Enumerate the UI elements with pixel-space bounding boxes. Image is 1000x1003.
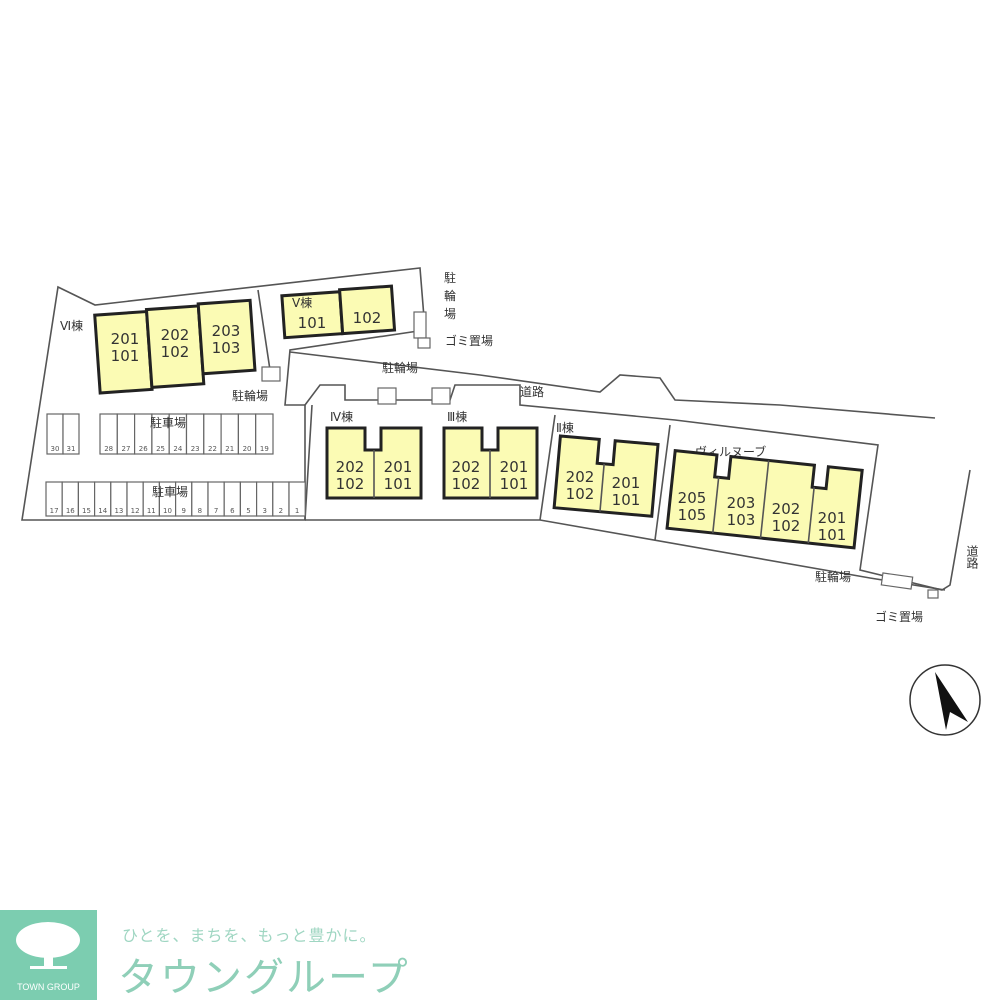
unit-vi-202: 202 — [161, 326, 190, 344]
road-north-edge — [289, 351, 936, 419]
parking-label-bottom: 駐車場 — [152, 484, 188, 499]
building-iii-label: Ⅲ棟 — [447, 409, 467, 424]
building-villeneuve — [665, 448, 864, 550]
parking-top-left: 30 31 — [46, 413, 80, 455]
parking-stall-number: 15 — [82, 507, 91, 515]
parking-stall-number: 27 — [121, 445, 130, 453]
parking-stall-number: 21 — [225, 445, 234, 453]
parking-stall-number: 9 — [181, 507, 185, 515]
unit-iii-101: 101 — [500, 475, 529, 493]
parking-stall-number: 12 — [131, 507, 140, 515]
unit-vi-102: 102 — [161, 343, 190, 361]
town-group-logo: TOWN GROUP — [0, 910, 97, 1000]
parking-stall-number: 22 — [208, 445, 217, 453]
unit-iii-102: 102 — [452, 475, 481, 493]
unit-villeneuve-101: 101 — [818, 526, 847, 544]
unit-iv-202: 202 — [336, 458, 365, 476]
building-ii-label: Ⅱ棟 — [556, 420, 574, 435]
parking-stall-number: 3 — [262, 507, 266, 515]
unit-villeneuve-103: 103 — [727, 511, 756, 529]
parking-stall-number: 30 — [51, 445, 60, 453]
unit-villeneuve-201: 201 — [818, 509, 847, 527]
unit-vi-203: 203 — [212, 322, 241, 340]
building-ii — [552, 434, 660, 518]
divider-lines — [304, 404, 671, 541]
parking-stall-number: 13 — [114, 507, 123, 515]
parking-label-top: 駐車場 — [150, 415, 186, 430]
logo-sub: TOWN GROUP — [17, 982, 80, 992]
unit-vi-101: 101 — [111, 347, 140, 365]
parking-top: 28 27 26 25 24 23 22 21 20 19 — [99, 413, 274, 455]
parking-stall-number: 6 — [230, 507, 235, 515]
unit-iv-102: 102 — [336, 475, 365, 493]
building-vi-label: Ⅵ棟 — [60, 318, 83, 333]
unit-vi-103: 103 — [212, 339, 241, 357]
tagline: ひとを、まちを、もっと豊かに。 — [122, 926, 377, 945]
parking-stall-number: 20 — [243, 445, 252, 453]
parking-stall-number: 23 — [191, 445, 200, 453]
parking-stall — [62, 413, 80, 455]
road-label-2: 道路 — [965, 545, 979, 570]
unit-iii-202: 202 — [452, 458, 481, 476]
bicycle-parking-label-1c: 場 — [444, 307, 456, 321]
unit-ii-101: 101 — [612, 491, 641, 509]
unit-iii-201: 201 — [500, 458, 529, 476]
bicycle-parking-label-3: 駐輪場 — [232, 388, 268, 403]
parking-stall-number: 2 — [279, 507, 283, 515]
parking-stall-number: 28 — [104, 445, 113, 453]
road-label-1: 道路 — [520, 384, 544, 399]
unit-villeneuve-102: 102 — [772, 517, 801, 535]
parking-stall — [255, 413, 274, 455]
north-arrow-icon — [909, 664, 981, 736]
parking-stall-number: 1 — [295, 507, 299, 515]
parking-stall-number: 19 — [260, 445, 269, 453]
unit-villeneuve-105: 105 — [678, 506, 707, 524]
unit-villeneuve-202: 202 — [772, 500, 801, 518]
parking-stall-number: 16 — [66, 507, 75, 515]
parking-stall-number: 17 — [50, 507, 59, 515]
building-v — [280, 284, 397, 340]
unit-v-102: 102 — [353, 309, 382, 327]
unit-v-101: 101 — [298, 314, 327, 332]
brand-name: タウングループ — [118, 955, 410, 1001]
parking-stall-number: 7 — [214, 507, 218, 515]
garbage-label-2: ゴミ置場 — [875, 609, 923, 624]
unit-villeneuve-205: 205 — [678, 489, 707, 507]
bicycle-parking-label-1a: 駐 — [444, 270, 456, 285]
parking-stall-number: 25 — [156, 445, 165, 453]
unit-ii-202: 202 — [566, 468, 595, 486]
parking-stall-number: 10 — [163, 507, 172, 515]
unit-iv-201: 201 — [384, 458, 413, 476]
unit-iv-101: 101 — [384, 475, 413, 493]
parking-bottom: 17 16 15 14 13 12 11 10 9 8 7 6 5 3 2 1 — [45, 481, 306, 517]
building-iv-label: Ⅳ棟 — [330, 409, 353, 424]
garbage-label-1: ゴミ置場 — [445, 333, 493, 348]
parking-stall-number: 11 — [147, 507, 156, 515]
parking-stall-number: 26 — [139, 445, 148, 453]
site-boundary-west — [21, 267, 426, 521]
bicycle-parking-label-2: 駐輪場 — [382, 360, 418, 375]
tree-icon — [16, 922, 80, 969]
unit-ii-201: 201 — [612, 474, 641, 492]
bicycle-parking-label-1b: 輪 — [444, 288, 456, 303]
building-v-label: Ⅴ棟 — [292, 295, 312, 310]
building-vi — [93, 298, 257, 395]
bicycle-parking-label-4: 駐輪場 — [815, 569, 851, 584]
unit-ii-102: 102 — [566, 485, 595, 503]
unit-vi-201: 201 — [111, 330, 140, 348]
parking-stall-number: 5 — [246, 507, 250, 515]
parking-stall-number: 14 — [98, 507, 107, 515]
unit-villeneuve-203: 203 — [727, 494, 756, 512]
parking-stall-number: 24 — [173, 445, 182, 453]
parking-stall — [288, 481, 306, 517]
parking-stall-number: 8 — [198, 507, 202, 515]
parking-stall-number: 31 — [67, 445, 76, 453]
